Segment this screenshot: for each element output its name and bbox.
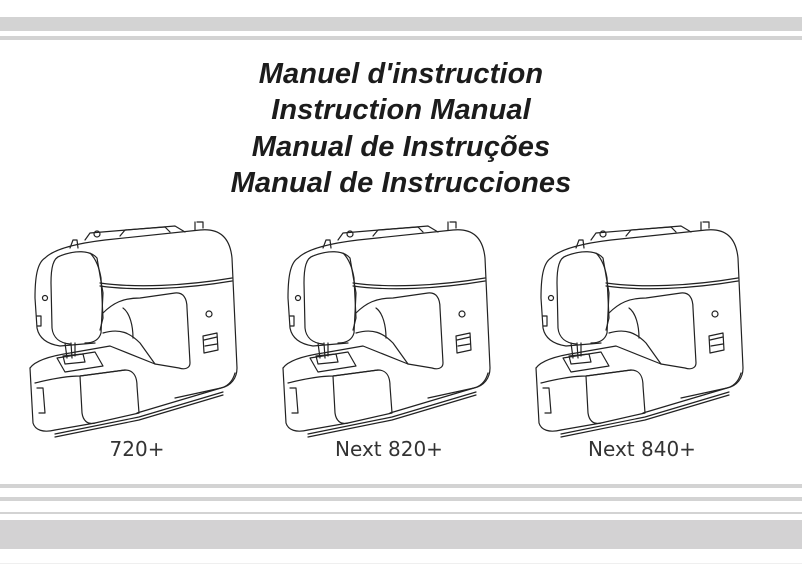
model-label-next-840: Next 840+ [588, 437, 696, 461]
bottom-band-1 [0, 484, 802, 488]
bottom-band-hairline [0, 563, 802, 564]
sewing-machine-720-illustration [25, 218, 255, 443]
top-band-thick [0, 17, 802, 31]
title-english: Instruction Manual [271, 94, 531, 126]
sewing-machine-next-840-illustration [531, 218, 761, 443]
bottom-band-2 [0, 497, 802, 501]
sewing-machine-icon [282, 221, 491, 438]
title-portuguese: Manual de Instruções [251, 131, 551, 163]
cover-titles: Manuel d'instruction Instruction Manual … [0, 56, 802, 201]
sewing-machine-icon [29, 221, 238, 438]
sewing-machine-icon [535, 221, 744, 438]
top-band-thin [0, 36, 802, 40]
bottom-band-3 [0, 512, 802, 514]
title-spanish: Manual de Instrucciones [230, 167, 572, 199]
bottom-band-thick [0, 520, 802, 549]
sewing-machine-next-820-illustration [278, 218, 508, 443]
title-french: Manuel d'instruction [258, 58, 544, 90]
model-label-next-820: Next 820+ [335, 437, 443, 461]
model-label-720: 720+ [109, 437, 165, 461]
